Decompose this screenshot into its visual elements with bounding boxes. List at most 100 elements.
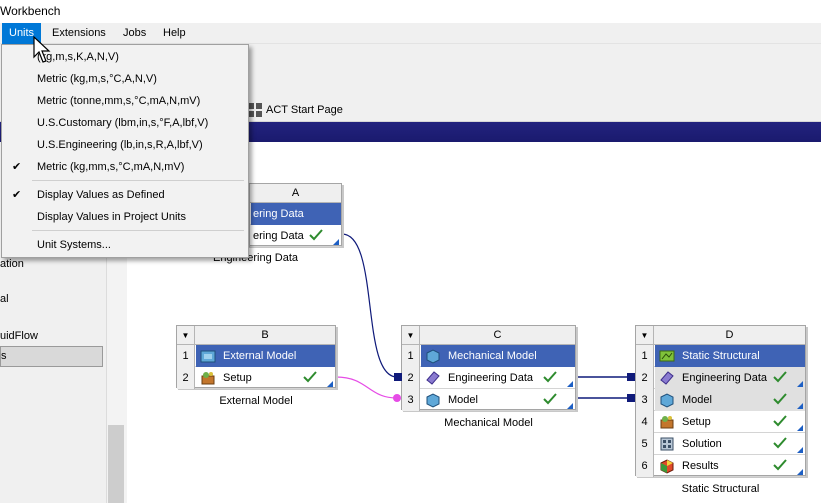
cell-label: Setup [682, 416, 711, 428]
cell-corner-icon [327, 381, 333, 387]
act-start-page-button[interactable]: ACT Start Page [248, 100, 343, 120]
row-number: 1 [402, 345, 420, 367]
check-icon [773, 371, 787, 383]
check-icon [773, 437, 787, 449]
connection-port[interactable] [627, 394, 635, 402]
system-c[interactable]: ▼ C 1 Mechanical Model 2 Engineering Dat… [401, 325, 576, 411]
menu-item-unit-systems[interactable]: Unit Systems... [4, 234, 246, 256]
system-d[interactable]: ▼ D 1 Static Structural 2 Engineering Da… [635, 325, 806, 477]
connection-port[interactable] [393, 394, 401, 402]
system-menu-arrow[interactable]: ▼ [636, 326, 654, 345]
cell-corner-icon [567, 403, 573, 409]
cell-row[interactable]: 4 Setup [636, 411, 805, 433]
menu-item-display-project-units[interactable]: Display Values in Project Units [4, 206, 246, 228]
system-caption[interactable]: Mechanical Model [444, 417, 533, 429]
menu-item-label: Metric (tonne,mm,s,°C,mA,N,mV) [37, 95, 201, 107]
menu-item-metric-kg-mm[interactable]: ✔ Metric (kg,mm,s,°C,mA,N,mV) [4, 156, 246, 178]
cell[interactable]: Setup [196, 367, 335, 389]
toolbox-item-fragment[interactable]: uidFlow [0, 330, 38, 342]
check-icon [309, 229, 323, 241]
menu-item-us-customary[interactable]: U.S.Customary (lbm,in,s,°F,A,lbf,V) [4, 112, 246, 134]
system-header: ▼ C [402, 326, 575, 345]
solution-icon [660, 437, 674, 451]
menu-help[interactable]: Help [163, 27, 186, 39]
row-number: 4 [636, 411, 654, 433]
cell[interactable]: Results [655, 455, 805, 477]
window-title: Workbench [0, 4, 61, 18]
toolbox-item-fragment[interactable]: ation [0, 258, 24, 270]
cell-header[interactable]: ering Data [251, 203, 341, 225]
cell[interactable]: Model [655, 389, 805, 411]
cell-row[interactable]: 1 Static Structural [636, 345, 805, 367]
system-b[interactable]: ▼ B 1 External Model 2 Setup [176, 325, 336, 389]
link-setup-model [335, 376, 398, 399]
menu-item-display-as-defined[interactable]: ✔ Display Values as Defined [4, 184, 246, 206]
cell-corner-icon [797, 403, 803, 409]
toolbox-item-fragment[interactable]: al [0, 293, 9, 305]
system-header: ▼ D [636, 326, 805, 345]
menu-item-label: Unit Systems... [37, 239, 111, 251]
static-structural-icon [659, 350, 675, 362]
system-menu-arrow[interactable]: ▼ [177, 326, 195, 345]
cell-row[interactable]: 1 Mechanical Model [402, 345, 575, 367]
cell-header[interactable]: Static Structural [655, 345, 805, 367]
cell-header[interactable]: External Model [196, 345, 335, 367]
toolbox-scroll-thumb[interactable] [108, 425, 124, 503]
cell-row[interactable]: 2 Setup [177, 367, 335, 389]
check-icon [773, 393, 787, 405]
cell[interactable]: ering Data [251, 225, 341, 247]
cell-row[interactable]: 3 Model [636, 389, 805, 411]
setup-icon [201, 372, 215, 385]
cell[interactable]: Setup [655, 411, 805, 433]
cell-row[interactable]: 2 Engineering Data [636, 367, 805, 389]
system-menu-arrow[interactable]: ▼ [402, 326, 420, 345]
cell[interactable]: Solution [655, 433, 805, 455]
cell[interactable]: Engineering Data [655, 367, 805, 389]
cell-label: Solution [682, 438, 722, 450]
cell-label: ering Data [253, 230, 304, 242]
menu-item-metric-tonne-mm[interactable]: Metric (tonne,mm,s,°C,mA,N,mV) [4, 90, 246, 112]
cell-corner-icon [797, 425, 803, 431]
row-number: 2 [636, 367, 654, 389]
menu-extensions[interactable]: Extensions [52, 27, 106, 39]
row-number: 2 [402, 367, 420, 389]
mouse-cursor-icon [33, 36, 51, 63]
connection-port[interactable] [394, 373, 402, 381]
cell-row[interactable]: 1 External Model [177, 345, 335, 367]
menu-item-label: U.S.Engineering (lb,in,s,R,A,lbf,V) [37, 139, 203, 151]
system-letter: A [291, 187, 300, 199]
row-number: 5 [636, 433, 654, 455]
row-number: 6 [636, 455, 654, 477]
results-icon [660, 459, 674, 474]
system-caption[interactable]: External Model [219, 395, 293, 407]
cell-row[interactable]: 5 Solution [636, 433, 805, 455]
engineering-data-icon [426, 371, 440, 385]
system-letter: D [725, 329, 734, 341]
check-icon [303, 371, 317, 383]
menu-item-si-units[interactable]: (kg,m,s,K,A,N,V) [4, 46, 246, 68]
menu-units[interactable]: Units [2, 23, 42, 44]
model-icon [426, 393, 440, 408]
menu-item-metric-kg-m[interactable]: Metric (kg,m,s,°C,A,N,V) [4, 68, 246, 90]
system-caption[interactable]: Static Structural [681, 483, 760, 495]
check-icon [543, 393, 557, 405]
toolbox-selected-item[interactable]: s [0, 346, 103, 367]
cell[interactable]: Engineering Data [421, 367, 575, 389]
cell[interactable]: Model [421, 389, 575, 411]
cell-corner-icon [567, 381, 573, 387]
menu-item-us-engineering[interactable]: U.S.Engineering (lb,in,s,R,A,lbf,V) [4, 134, 246, 156]
menu-item-label: Metric (kg,m,s,°C,A,N,V) [37, 73, 157, 85]
menu-item-label: Metric (kg,mm,s,°C,mA,N,mV) [37, 161, 185, 173]
cell-header[interactable]: Mechanical Model [421, 345, 575, 367]
menu-jobs[interactable]: Jobs [123, 27, 147, 39]
cell-label: Model [448, 394, 478, 406]
grid-icon [248, 103, 262, 117]
cell-row[interactable]: 3 Model [402, 389, 575, 411]
row-number: 2 [177, 367, 195, 389]
cell-row[interactable]: 6 Results [636, 455, 805, 477]
row-number: 1 [177, 345, 195, 367]
cell-row[interactable]: 2 Engineering Data [402, 367, 575, 389]
act-start-page-label: ACT Start Page [266, 104, 343, 116]
cell-label: Mechanical Model [448, 350, 537, 362]
connection-port[interactable] [627, 373, 635, 381]
